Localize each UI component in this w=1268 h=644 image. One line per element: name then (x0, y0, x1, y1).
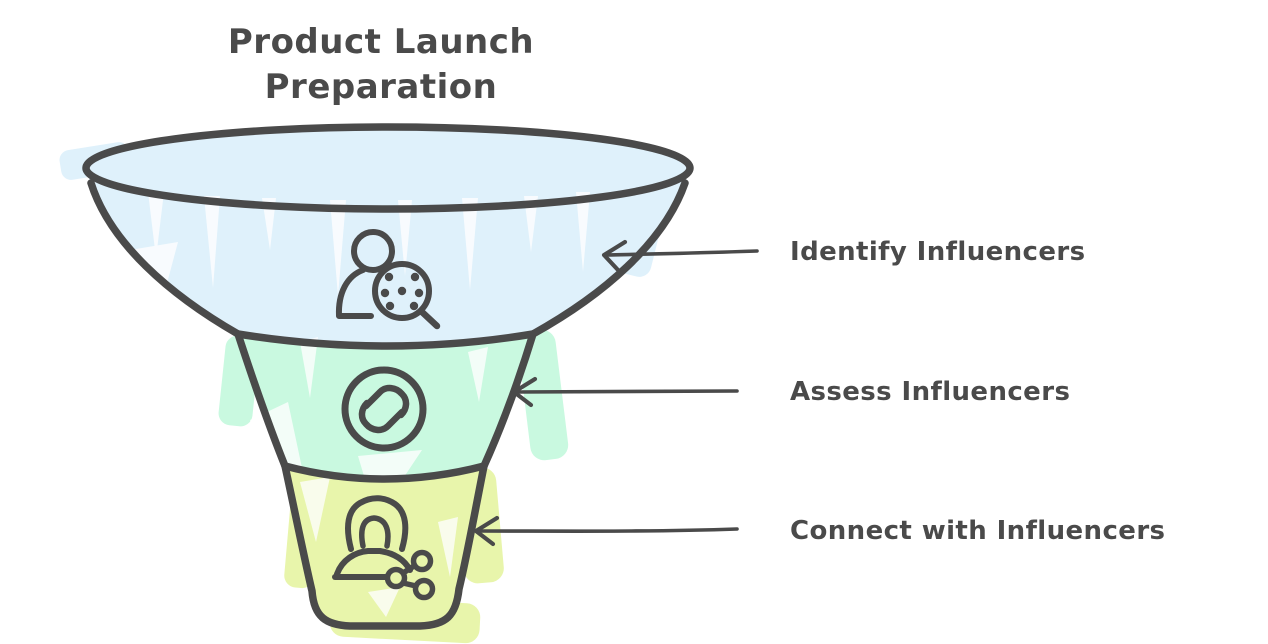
stage-label-identify: Identify Influencers (790, 237, 1086, 267)
connector-arrows (473, 239, 759, 547)
funnel-stage-identify-mouth (86, 127, 690, 209)
stage-label-connect: Connect with Influencers (790, 516, 1166, 546)
funnel-mouth-outline (82, 123, 694, 213)
stage-boundary-2 (281, 462, 488, 483)
person-share-icon (332, 495, 436, 601)
arrow-assess (511, 376, 739, 408)
person-search-dots (380, 272, 424, 311)
arrow-connect (473, 515, 739, 547)
bleed-mid-right (517, 329, 569, 461)
arrow-identify (601, 239, 759, 273)
diagram-title: Product Launch Preparation (227, 22, 535, 107)
funnel-body-outline (87, 179, 689, 630)
share-network-nodes (384, 549, 436, 601)
marker-streak-texture (118, 192, 590, 617)
stage-icons (332, 229, 441, 601)
stage-label-assess: Assess Influencers (790, 377, 1071, 407)
evaluate-loop-icon (341, 366, 427, 452)
person-search-icon (335, 229, 441, 330)
stage-boundary-1 (234, 330, 537, 350)
funnel-outline (82, 123, 694, 630)
